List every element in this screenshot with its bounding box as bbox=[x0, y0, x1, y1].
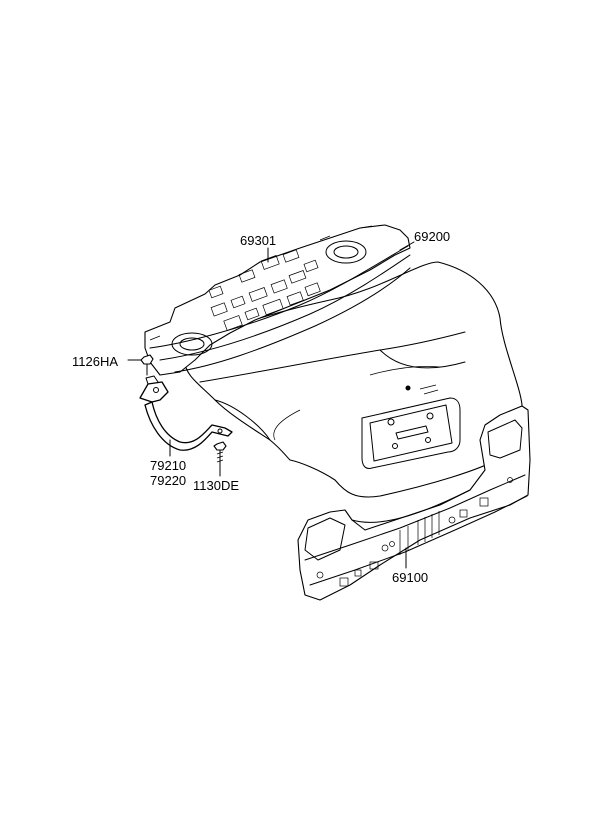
label-69100: 69100 bbox=[392, 570, 428, 585]
bolt-1130de bbox=[213, 441, 227, 477]
trunk-hinge bbox=[139, 375, 233, 451]
label-69200: 69200 bbox=[414, 229, 450, 244]
label-79210: 79210 bbox=[150, 458, 186, 473]
bolt-1126ha bbox=[127, 354, 154, 376]
label-69301: 69301 bbox=[240, 233, 276, 248]
label-1130de: 1130DE bbox=[193, 478, 239, 493]
rear-package-tray bbox=[144, 224, 411, 376]
leader-lines bbox=[169, 241, 415, 569]
label-79220: 79220 bbox=[150, 473, 186, 488]
back-panel bbox=[297, 405, 531, 601]
label-1126ha: 1126HA bbox=[72, 354, 118, 369]
